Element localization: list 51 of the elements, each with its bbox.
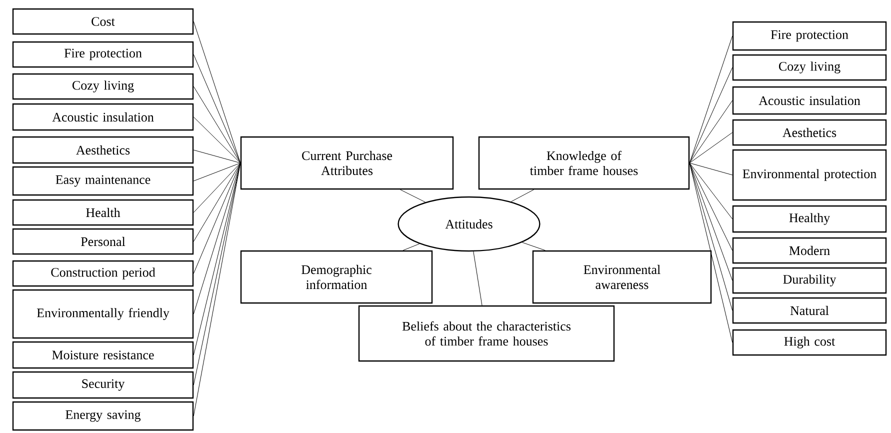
attribute-box: Moisture resistance — [12, 341, 194, 369]
attribute-box: Cozy living — [12, 73, 194, 100]
connector-line — [689, 162, 733, 311]
connector-line — [193, 21, 241, 164]
connector-line — [193, 162, 241, 274]
attribute-box: High cost — [732, 329, 887, 356]
connector-line — [193, 150, 241, 164]
connector-line — [193, 54, 241, 164]
attribute-box: Acoustic insulation — [12, 103, 194, 131]
connector-line — [193, 162, 241, 242]
connector-line — [193, 162, 241, 213]
attribute-box: Aesthetics — [12, 136, 194, 164]
connector-line — [689, 67, 733, 164]
concept-box: Demographic information — [240, 250, 433, 304]
concept-box: Current Purchase Attributes — [240, 136, 454, 190]
connector-line — [689, 162, 733, 176]
connector-line — [473, 251, 482, 306]
attribute-box: Energy saving — [12, 401, 194, 431]
attribute-box: Health — [12, 199, 194, 226]
connector-line — [522, 242, 546, 251]
connector-line — [510, 189, 534, 202]
attribute-box: Natural — [732, 297, 887, 324]
attribute-box: Aesthetics — [732, 119, 887, 146]
concept-box: Beliefs about the characteristics of timber frame houses — [358, 305, 615, 362]
attribute-box: Security — [12, 371, 194, 399]
connector-line — [193, 116, 241, 164]
attribute-box: Personal — [12, 228, 194, 255]
concept-box: Knowledge of timber frame houses — [478, 136, 690, 190]
connector-line — [689, 162, 733, 281]
attribute-box: Easy maintenance — [12, 166, 194, 196]
connector-line — [689, 36, 733, 164]
connector-line — [402, 244, 420, 251]
attribute-box: Fire protection — [12, 41, 194, 68]
concept-box: Environmental awareness — [532, 250, 712, 304]
attribute-box: Fire protection — [732, 21, 887, 51]
attribute-box: Durability — [732, 267, 887, 294]
connector-line — [689, 162, 733, 220]
connector-line — [689, 162, 733, 343]
attribute-box: Environmental protection — [732, 149, 887, 201]
connector-line — [193, 162, 241, 182]
attribute-box: Acoustic insulation — [732, 86, 887, 115]
attribute-box: Construction period — [12, 260, 194, 287]
connector-line — [689, 100, 733, 164]
attribute-box: Environmentally friendly — [12, 289, 194, 339]
attribute-box: Modern — [732, 237, 887, 264]
attribute-box: Cozy living — [732, 54, 887, 81]
attribute-box: Cost — [12, 8, 194, 35]
connector-line — [193, 86, 241, 164]
attribute-box: Healthy — [732, 205, 887, 233]
connector-line — [689, 162, 733, 251]
connector-line — [689, 132, 733, 164]
